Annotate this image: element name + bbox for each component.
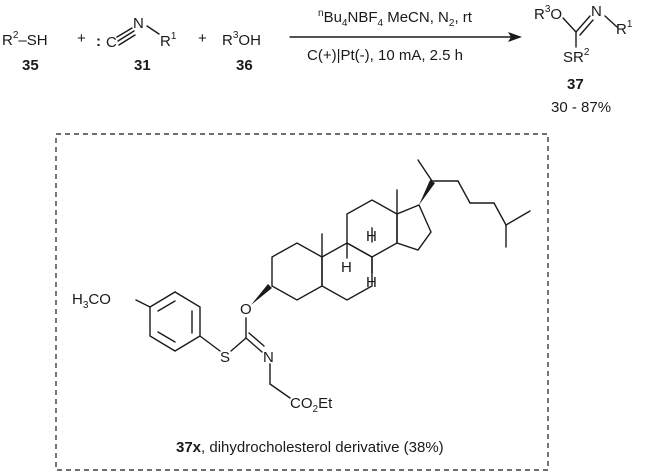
- isocyanide-r1: R1: [160, 31, 177, 50]
- compound-number-37: 37: [567, 76, 584, 93]
- steroid-ring-a: [271, 242, 323, 301]
- product-o-c-bond: [562, 17, 577, 33]
- product-r1: R1: [616, 19, 633, 38]
- anisyl-double-1: [157, 300, 176, 312]
- n-r1-bond: [146, 25, 160, 35]
- side-chain-2: [457, 180, 471, 204]
- s-c-bond: [230, 337, 247, 352]
- side-chain-5: [505, 210, 531, 226]
- product-r3o: R3O: [534, 4, 562, 23]
- anisyl-o-bond: [135, 299, 151, 308]
- methoxy-label: H3CO: [72, 291, 111, 311]
- example-structure: H3CO S N O CO2Et H H H: [72, 159, 531, 415]
- reagent-isocyanide: : C N R1 31: [96, 15, 177, 74]
- plus-sign-2: +: [198, 30, 207, 47]
- isocyanide-nitrogen: N: [133, 15, 144, 32]
- product-isothiourea: R3O N R1 SR2 37 30 - 87%: [534, 3, 633, 116]
- ester-label: CO2Et: [290, 395, 333, 415]
- c3-wedge-bond: [251, 284, 272, 305]
- c17-side-chain-wedge: [419, 180, 435, 205]
- ch2-ester-bond: [269, 383, 291, 399]
- plus-sign-1: +: [77, 30, 86, 47]
- steroid-ring-d: [396, 204, 432, 251]
- reaction-arrow-head: [508, 32, 522, 42]
- c-n-double-2: [248, 332, 265, 347]
- c-n-double-1: [245, 337, 263, 353]
- reagent-alcohol: R3OH 36: [222, 30, 261, 74]
- reaction-arrow-group: nBu4NBF4 MeCN, N2, rt C(+)|Pt(-), 10 mA,…: [289, 8, 522, 64]
- triple-bond-line-2: [117, 30, 135, 42]
- product-sr2: SR2: [563, 47, 590, 66]
- example-dashed-box: [55, 133, 549, 471]
- product-n-r1-bond: [604, 15, 618, 28]
- product-c-n-bond-1: [575, 15, 591, 33]
- compound-number-31: 31: [134, 57, 151, 74]
- c9-hydrogen: H: [341, 259, 352, 276]
- thiol-formula: R2–SH: [2, 30, 48, 49]
- c20-methyl: [417, 159, 433, 182]
- alcohol-formula: R3OH: [222, 30, 261, 49]
- imine-nitrogen: N: [263, 349, 274, 366]
- aryl-s-bond: [199, 335, 221, 352]
- reagent-thiol: R2–SH 35: [2, 30, 48, 74]
- example-caption: 37x, dihydrocholesterol derivative (38%): [176, 439, 444, 456]
- anisyl-double-3: [157, 331, 176, 343]
- product-c-n-bond-2: [579, 19, 594, 36]
- isocyanide-carbon: C: [106, 34, 117, 51]
- product-nitrogen: N: [591, 3, 602, 20]
- ether-oxygen: O: [240, 301, 252, 318]
- compound-number-35: 35: [22, 57, 39, 74]
- triple-bond-line-1: [116, 27, 133, 38]
- product-yield: 30 - 87%: [551, 99, 611, 116]
- c8-hydrogen: H: [366, 228, 377, 245]
- c14-hydrogen: H: [366, 274, 377, 291]
- compound-number-36: 36: [236, 57, 253, 74]
- triple-bond-line-3: [118, 34, 136, 46]
- sulfur-atom: S: [220, 349, 230, 366]
- conditions-bottom: C(+)|Pt(-), 10 mA, 2.5 h: [307, 47, 463, 64]
- lone-pair: :: [96, 33, 101, 50]
- conditions-top: nBu4NBF4 MeCN, N2, rt: [318, 8, 473, 29]
- side-chain-4: [493, 202, 507, 226]
